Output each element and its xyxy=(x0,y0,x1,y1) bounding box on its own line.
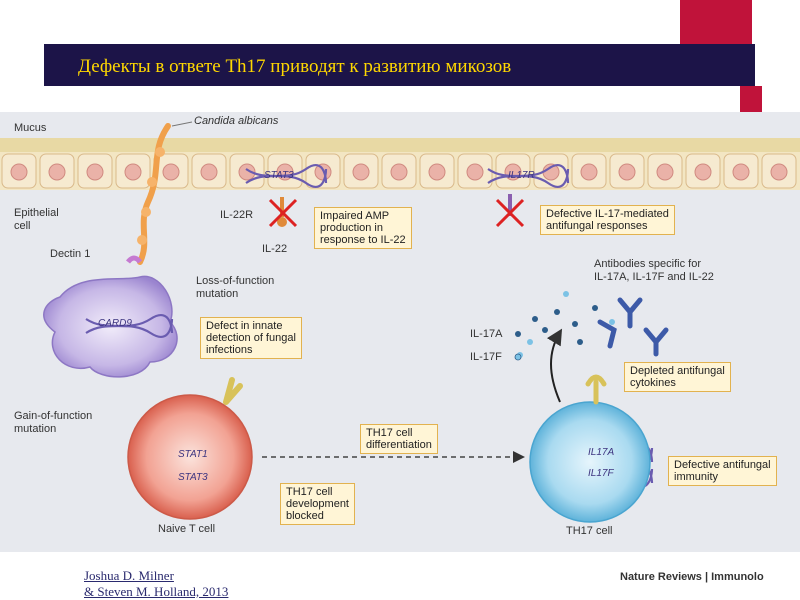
innate-defect-line-3: infections xyxy=(206,344,253,356)
cytokine-release-arrow xyxy=(546,328,563,403)
epithelial-nucleus xyxy=(352,163,370,181)
innate-defect-line-2: detection of fungal xyxy=(206,332,296,344)
epithelial-nucleus xyxy=(656,163,674,181)
candida-hyphae-icon xyxy=(137,123,171,265)
th17-differentiation-box: TH17 cell differentiation xyxy=(360,424,438,454)
mucus-label: Mucus xyxy=(14,122,47,134)
development-blocked-line-3: blocked xyxy=(286,510,324,522)
title-bar xyxy=(44,44,755,86)
gene-il17a: IL17A xyxy=(588,447,615,458)
il17f-label: IL-17F xyxy=(470,351,502,363)
epithelial-nucleus xyxy=(200,163,218,181)
epithelial-nucleus xyxy=(618,163,636,181)
il17a-label: IL-17A xyxy=(470,328,503,340)
journal-label: Nature Reviews | Immunolo xyxy=(620,571,764,583)
pathway-diagram: Mucus Candida albicans Epithelial cell I… xyxy=(0,112,800,552)
innate-defect-line-1: Defect in innate xyxy=(206,320,283,332)
naive-t-cell-label: Naive T cell xyxy=(158,523,216,535)
th17-differentiation-line-1: TH17 cell xyxy=(366,427,413,439)
innate-defect-box: Defect in innate detection of fungal inf… xyxy=(200,317,302,359)
th17-differentiation-line-2: differentiation xyxy=(366,439,432,451)
impaired-amp-line-3: response to IL-22 xyxy=(320,234,406,246)
il22-label: IL-22 xyxy=(262,243,288,255)
epithelial-nucleus xyxy=(770,163,788,181)
mucus-layer xyxy=(0,138,800,152)
cross-mark-icon xyxy=(495,198,525,228)
depleted-cytokines-line-1: Depleted antifungal xyxy=(630,365,725,377)
credit: Joshua D. Milner & Steven M. Holland, 20… xyxy=(84,568,228,600)
gene-stat3-epithelial: STAT3 xyxy=(264,170,294,181)
il17f-dot-icon xyxy=(514,353,522,361)
decorative-red-block-right xyxy=(740,86,762,114)
antibodies-label-1: Antibodies specific for xyxy=(594,258,701,270)
epithelial-nucleus xyxy=(732,163,750,181)
gene-stat3-naive: STAT3 xyxy=(178,472,208,483)
epithelial-layer xyxy=(0,152,800,190)
defective-il17-box: Defective IL-17-mediated antifungal resp… xyxy=(540,205,675,235)
slide-title: Дефекты в ответе Th17 приводят к развити… xyxy=(78,56,512,77)
gof-label-1: Gain-of-function xyxy=(14,410,93,422)
defective-il17-line-2: antifungal responses xyxy=(546,220,648,232)
antibodies-label-2: IL-17A, IL-17F and IL-22 xyxy=(594,271,714,283)
development-blocked-line-2: development xyxy=(286,498,349,510)
candida-label: Candida albicans xyxy=(194,115,279,127)
epithelial-nucleus xyxy=(694,163,712,181)
credit-author-2[interactable]: & Steven M. Holland, 2013 xyxy=(84,584,229,599)
gene-il17f: IL17F xyxy=(588,468,614,479)
th17-cell-label: TH17 cell xyxy=(566,525,613,537)
gene-stat1: STAT1 xyxy=(178,449,208,460)
depleted-cytokines-line-2: cytokines xyxy=(630,377,676,389)
lof-label-1: Loss-of-function xyxy=(196,275,275,287)
epithelial-label-2: cell xyxy=(14,220,31,232)
epithelial-nucleus xyxy=(238,163,256,181)
epithelial-nucleus xyxy=(124,163,142,181)
naive-t-cell xyxy=(127,394,253,520)
epithelial-nucleus xyxy=(86,163,104,181)
dectin-label: Dectin 1 xyxy=(50,248,91,260)
decorative-red-block-top xyxy=(680,0,752,44)
antibody-icons xyxy=(597,297,669,357)
lof-label-2: mutation xyxy=(196,288,239,300)
dna-helix-icon xyxy=(85,314,174,338)
defective-immunity-box: Defective antifungal immunity xyxy=(668,456,777,486)
epithelial-nucleus xyxy=(428,163,446,181)
th17-cell xyxy=(529,401,651,523)
dna-helix-icon xyxy=(245,164,328,188)
epithelial-nucleus xyxy=(580,163,598,181)
impaired-amp-line-2: production in xyxy=(320,222,383,234)
credit-author-1[interactable]: Joshua D. Milner xyxy=(84,568,174,583)
tcr-receptor-icon xyxy=(585,374,607,405)
gene-card9: CARD9 xyxy=(98,318,132,329)
epithelial-nucleus xyxy=(48,163,66,181)
development-blocked-box: TH17 cell development blocked xyxy=(280,483,355,525)
epithelial-nucleus xyxy=(466,163,484,181)
il22r-label: IL-22R xyxy=(220,209,254,221)
diagram-graphics xyxy=(0,121,800,523)
impaired-amp-line-1: Impaired AMP xyxy=(320,210,390,222)
development-blocked-line-1: TH17 cell xyxy=(286,486,333,498)
depleted-cytokines-box: Depleted antifungal cytokines xyxy=(624,362,731,392)
il17a-dot-icon xyxy=(515,331,521,337)
tcr-receptor-icon xyxy=(223,377,243,405)
epithelial-label-1: Epithelial xyxy=(14,207,59,219)
cross-mark-icon xyxy=(268,198,298,228)
defective-il17-line-1: Defective IL-17-mediated xyxy=(546,208,669,220)
epithelial-nucleus xyxy=(10,163,28,181)
dna-helix-icon xyxy=(487,164,570,188)
epithelial-nucleus xyxy=(162,163,180,181)
defective-immunity-line-2: immunity xyxy=(674,471,719,483)
gof-label-2: mutation xyxy=(14,423,57,435)
gene-il17r: IL17R xyxy=(508,170,535,181)
epithelial-nucleus xyxy=(390,163,408,181)
impaired-amp-box: Impaired AMP production in response to I… xyxy=(314,207,412,249)
candida-leader-line xyxy=(171,121,193,127)
defective-immunity-line-1: Defective antifungal xyxy=(674,459,771,471)
dectin-receptor-icon xyxy=(126,255,142,264)
